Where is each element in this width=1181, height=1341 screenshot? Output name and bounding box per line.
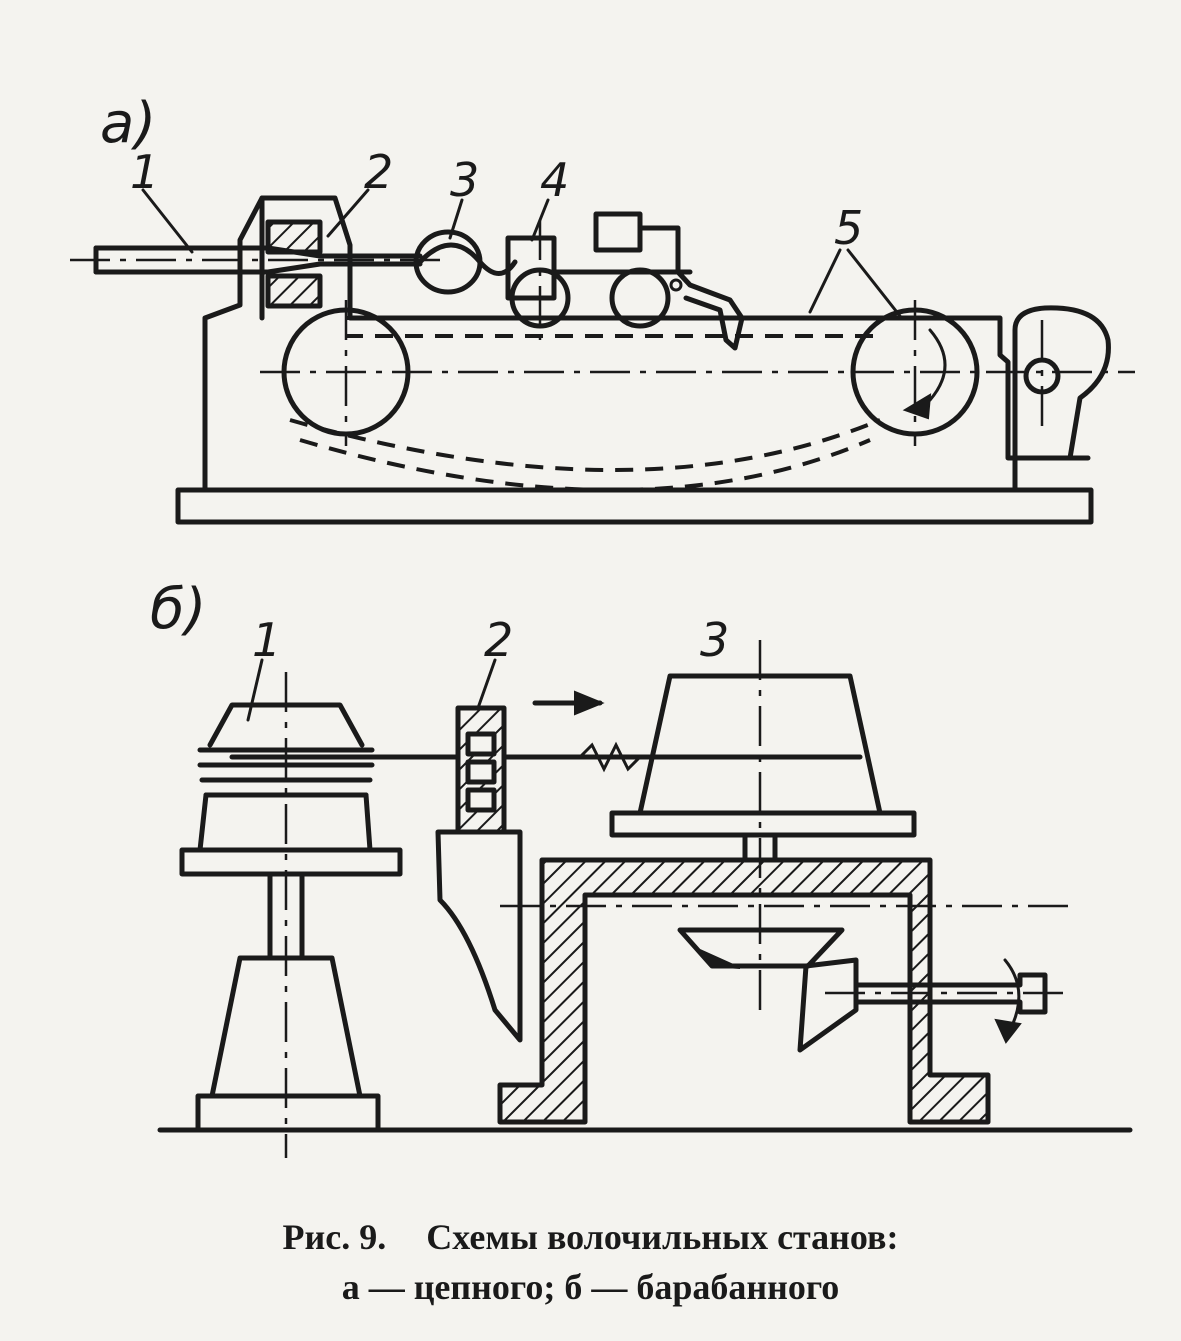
label-a4: 4 [540,153,569,207]
counterweight [593,211,643,253]
die-upper [265,219,323,255]
motor-housing [1012,305,1111,461]
panel-a-chain-bench: а) [70,91,1135,525]
label-a2: 2 [364,145,393,199]
panel-a-label: а) [100,91,156,156]
rotation-arrow-b [1003,958,1021,1032]
chain-bottom-2 [299,438,871,492]
leader-a2 [326,188,370,238]
figure-caption: Рис. 9. Схемы волочильных станов: а — цеп… [0,1212,1181,1312]
wire-twist [578,741,642,773]
rod-top [93,245,423,259]
die-opening-3 [465,787,497,813]
rotation-arrow-a-head [902,393,932,420]
rod-bottom [93,261,423,275]
carriage-clamp [505,235,557,301]
hook-lever [637,225,745,351]
die-lower [265,273,323,309]
label-b1: 1 [252,613,281,667]
die-opening-2 [465,759,497,785]
drum-plate [609,810,917,838]
leader-a5-left [808,248,842,314]
caption-title: Схемы волочильных станов: [426,1217,899,1257]
spool-base [195,1093,381,1133]
draw-direction-head [574,690,605,716]
label-a5: 5 [834,201,863,255]
chain-hook [413,229,483,295]
gear-tooth-mark [699,949,741,969]
spool-plate [179,847,403,877]
leader-a1 [141,188,194,254]
label-a3: 3 [450,153,479,207]
figure-number: Рис. 9. [282,1217,387,1257]
label-a1: 1 [130,145,159,199]
carriage-wheel-2 [609,267,671,329]
leader-a4 [530,198,550,242]
panel-b-label: б) [150,577,206,642]
label-b2: 2 [484,613,513,667]
leader-b1 [246,658,264,722]
panel-b-drum-machine: б) [150,577,1133,1158]
caption-subtitle: а — цепного; б — барабанного [341,1267,840,1307]
machine-body [202,195,1018,493]
leader-a3 [448,198,464,240]
lever-pivot [669,278,683,292]
chain-bottom [289,418,881,472]
rotation-arrow-b-head [994,1018,1022,1044]
bed-plate [175,487,1094,525]
hook-link [417,242,518,276]
caption-line-1: Рис. 9. Схемы волочильных станов: [0,1212,1181,1262]
bevel-gear-vertical [797,957,859,1053]
die-opening-1 [465,731,497,757]
leader-b2 [476,658,497,710]
leader-a5-right [846,248,902,318]
label-b3: 3 [700,613,729,667]
die-bracket [435,829,523,1043]
rotation-arrow-a [928,328,947,402]
machine-frame [497,857,991,1125]
